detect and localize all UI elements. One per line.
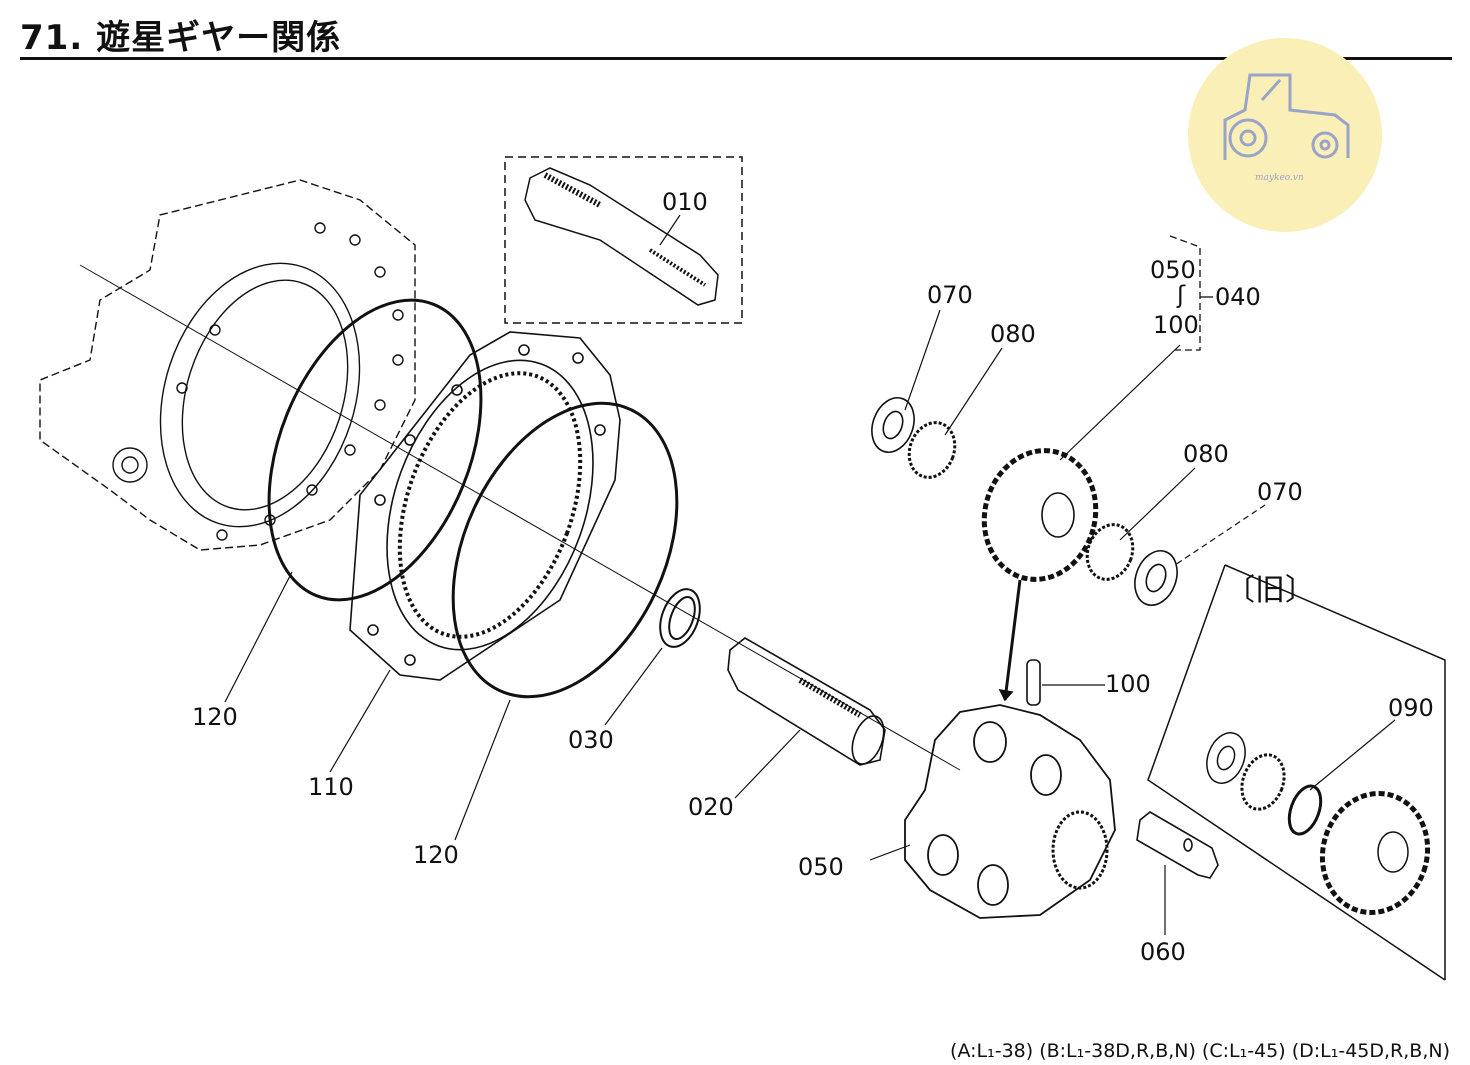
label-080-right: 080 (1183, 440, 1229, 468)
bearing-080-left (907, 421, 957, 479)
ring-gear-110 (349, 331, 621, 681)
label-050-upper: 050 (1150, 256, 1196, 284)
planet-gear-assembly-upper (871, 397, 1178, 702)
pin-100 (1026, 659, 1041, 706)
label-010: 010 (662, 188, 708, 216)
label-060: 060 (1140, 938, 1186, 966)
hub-housing (39, 179, 416, 551)
title-underline (20, 57, 1452, 60)
page-title: 71. 遊星ギヤー関係 (20, 18, 342, 58)
watermark-text: maykeo.vn (1255, 173, 1304, 183)
housing-bolt-holes (176, 222, 404, 541)
sun-shaft-020 (727, 637, 886, 766)
bearing-080-right (1085, 523, 1135, 581)
label-100-upper: 100 (1153, 311, 1199, 339)
label-020: 020 (688, 793, 734, 821)
planet-gear (981, 448, 1099, 582)
label-120-left: 120 (192, 703, 238, 731)
label-070-left: 070 (927, 281, 973, 309)
label-old-type: 〔旧〕 (1225, 573, 1315, 608)
label-090: 090 (1388, 694, 1434, 722)
label-050: 050 (798, 853, 844, 881)
model-applicability-note: (A:L₁-38) (B:L₁-38D,R,B,N) (C:L₁-45) (D:… (950, 1040, 1450, 1062)
label-030: 030 (568, 726, 614, 754)
old-type-parts (1206, 732, 1431, 915)
watermark-logo: maykeo.vn (1188, 38, 1382, 232)
assembly-axis (79, 264, 961, 771)
watermark-circle (1188, 38, 1382, 232)
washer-070-right (1134, 550, 1178, 606)
range-bracket-040 (1169, 235, 1213, 351)
label-120-right: 120 (413, 841, 459, 869)
o-ring-120-right (451, 401, 679, 699)
label-080-left: 080 (990, 320, 1036, 348)
part-labels: 010 050 ʃ 040 100 070 080 080 070 〔旧〕 10… (192, 188, 1434, 966)
label-110: 110 (308, 773, 354, 801)
o-ring-120-left (267, 298, 483, 602)
label-070-right: 070 (1257, 478, 1303, 506)
shaft-pin-060 (1136, 811, 1219, 879)
old-type-enclosure (1147, 564, 1446, 981)
washer-070-left (871, 397, 915, 453)
leader-lines (224, 214, 1396, 935)
label-100: 100 (1105, 670, 1151, 698)
shaft-010 (524, 167, 719, 306)
label-range-mark: ʃ (1176, 281, 1186, 309)
tractor-icon (1223, 73, 1350, 160)
label-040: 040 (1215, 283, 1261, 311)
alt-shaft-box (504, 156, 743, 324)
carrier-050 (904, 704, 1116, 919)
snap-ring-030 (659, 588, 701, 648)
